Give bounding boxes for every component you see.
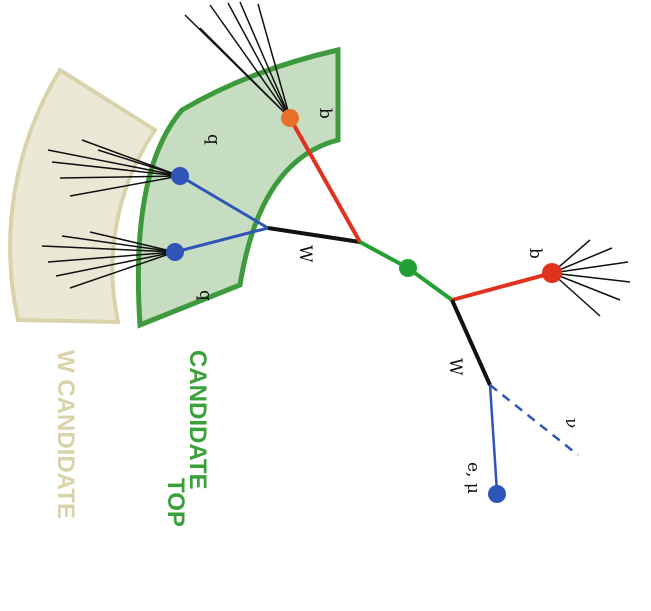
q-jet-upper-vertex bbox=[171, 167, 189, 185]
label-quark-top: q bbox=[203, 134, 223, 145]
label-w-hadronic: W bbox=[295, 245, 315, 263]
w-hadronic-line bbox=[267, 226, 361, 244]
label-neutrino: ν bbox=[561, 418, 581, 428]
top-candidate-region bbox=[135, 46, 341, 329]
q-jet-upper-tracks bbox=[47, 139, 181, 197]
label-b-jet-upper: b bbox=[315, 108, 335, 119]
top-candidate-title-line2: CANDIDATE bbox=[184, 350, 211, 490]
label-w-leptonic: W bbox=[445, 358, 465, 376]
ttbar-production-vertex bbox=[399, 259, 417, 277]
b-quark-line-upper bbox=[288, 117, 362, 243]
top-quark-line-leptonic bbox=[406, 266, 454, 302]
q-jet-lower-tracks bbox=[41, 231, 176, 289]
b-jet-upper-tracks bbox=[184, 1, 291, 119]
q-jet-lower-vertex bbox=[166, 243, 184, 261]
light-quark-line-upper bbox=[179, 174, 269, 230]
b-jet-upper-vertex bbox=[281, 109, 299, 127]
b-jet-lower-vertex bbox=[542, 263, 562, 283]
lepton-line bbox=[488, 384, 499, 493]
b-jet-lower-tracks bbox=[551, 239, 631, 317]
w-leptonic-line bbox=[450, 299, 492, 386]
w-candidate-title: W CANDIDATE bbox=[52, 350, 79, 519]
label-quark-bottom: q bbox=[195, 290, 215, 301]
b-quark-line-lower bbox=[451, 271, 553, 302]
neutrino-line bbox=[489, 384, 579, 456]
lepton-vertex bbox=[488, 485, 506, 503]
top-candidate-title-line1: TOP bbox=[162, 478, 189, 527]
label-b-jet-lower: b bbox=[525, 248, 545, 259]
w-candidate-region bbox=[8, 67, 158, 325]
light-quark-line-lower bbox=[174, 226, 269, 254]
top-quark-line-hadronic bbox=[359, 240, 409, 270]
label-lepton: e, μ bbox=[463, 462, 483, 494]
